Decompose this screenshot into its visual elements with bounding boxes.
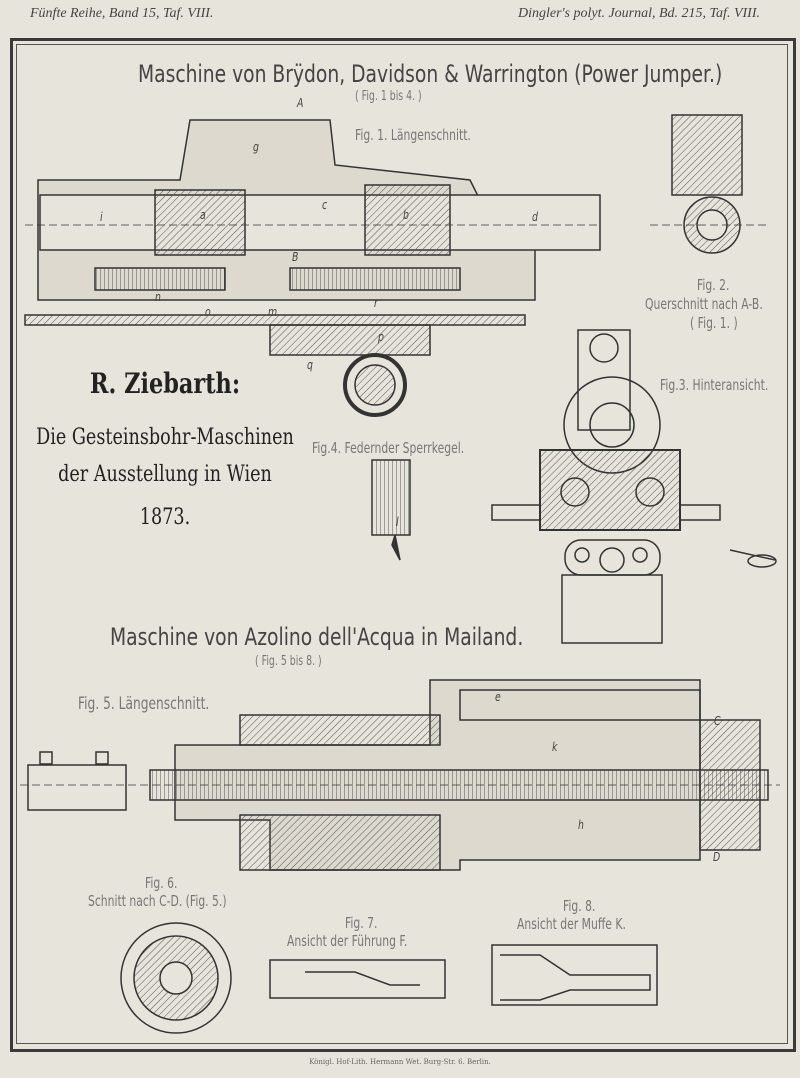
fig3-caption: Fig.3. Hinteransicht. [660,376,769,394]
plate-frame [10,38,796,1052]
label-r: r [374,296,378,310]
fig1-caption: Fig. 1. Längenschnitt. [355,126,471,144]
fig5-caption: Fig. 5. Längenschnitt. [78,694,210,714]
label-C: C [714,714,721,728]
section2-title: Maschine von Azolino dell'Acqua in Maila… [110,623,524,651]
label-c: c [322,198,328,212]
label-B: B [292,250,299,264]
label-o: o [205,305,211,319]
fig5-longitudinal-section [20,679,780,871]
fig8-subcaption: Ansicht der Muffe K. [517,915,626,933]
label-q: q [307,358,313,372]
label-e: e [495,690,501,704]
label-h: h [578,818,584,832]
fig1-longitudinal-section [24,119,601,417]
fig6-caption: Fig. 6. [145,874,178,892]
fig8-caption: Fig. 8. [563,897,596,915]
label-g: g [253,140,259,154]
fig4-caption: Fig.4. Federnder Sperrkegel. [312,439,465,457]
label-m: m [268,305,278,319]
header-journal: Dingler's polyt. Journal, Bd. 215, Taf. … [517,6,760,21]
fig3-rear-view [491,329,777,644]
label-l: l [396,515,399,529]
section1-title: Maschine von Brÿdon, Davidson & Warringt… [138,60,723,88]
label-a: a [200,208,206,222]
fig6-section [120,922,232,1034]
fig7-caption: Fig. 7. [345,914,378,932]
label-D: D [713,850,721,864]
fig8-sleeve [491,944,658,1006]
plate-inner-frame [16,44,788,1044]
fig2-caption: Fig. 2. [697,276,730,294]
label-d: d [532,210,538,224]
label-A: A [297,96,304,110]
fig2-cross-section [650,114,770,254]
fig2-subcaption: Querschnitt nach A-B. [645,295,763,313]
printer-imprint: Königl. Hof-Lith. Hermann Wet. Burg-Str.… [309,1058,491,1066]
book-title-line2: der Ausstellung in Wien [58,462,272,487]
section1-subtitle: ( Fig. 1 bis 4. ) [355,89,422,104]
label-b: b [403,208,409,222]
label-p: p [378,330,384,344]
label-n: n [155,290,161,304]
label-i: i [100,210,103,224]
fig6-subcaption: Schnitt nach C-D. (Fig. 5.) [88,892,227,910]
book-title-line1: Die Gesteinsbohr-Maschinen [36,425,294,450]
fig7-guide [269,959,446,999]
fig4-spring-pawl [371,459,411,561]
fig2-ref: ( Fig. 1. ) [690,314,738,332]
author-name: R. Ziebarth: [89,367,241,400]
header-series: Fünfte Reihe, Band 15, Taf. VIII. [30,6,214,21]
label-k: k [552,740,558,754]
fig7-subcaption: Ansicht der Führung F. [287,932,408,950]
book-year: 1873. [139,505,191,530]
section2-subtitle: ( Fig. 5 bis 8. ) [255,654,322,669]
